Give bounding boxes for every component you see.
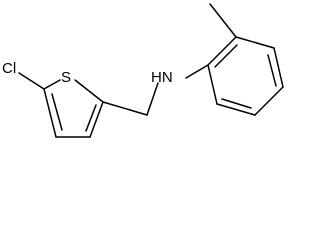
atom-amine-label: HN xyxy=(151,69,173,86)
bond-c4b-c5b xyxy=(254,86,284,116)
bond-c2b-methyl xyxy=(209,3,237,38)
bond-c5b-c6b-inner xyxy=(221,98,252,109)
bond-c2-c3 xyxy=(89,101,104,138)
atom-labels: Cl S HN xyxy=(2,60,173,86)
bond-c4-c5-inner xyxy=(51,93,63,131)
bond-c4-c5 xyxy=(43,88,57,138)
bond-c1-c2b-inner xyxy=(214,44,238,68)
bond-c2-ch2 xyxy=(102,101,148,116)
atom-sulfur-label: S xyxy=(61,69,71,86)
bond-c5b-c6b xyxy=(216,103,256,116)
bond-c2b-c3b xyxy=(235,36,275,49)
bond-n-c1 xyxy=(185,64,209,79)
molecule-structure: Cl S HN xyxy=(2,3,284,138)
bond-ch2-n xyxy=(146,82,159,116)
bond-c6b-c1 xyxy=(207,64,218,105)
bond-c2-c3-inner xyxy=(85,104,97,132)
bonds xyxy=(18,3,284,138)
bond-c3b-c4b-inner xyxy=(267,54,277,87)
bond-s-c2 xyxy=(74,79,104,103)
bond-cl-c5 xyxy=(18,72,45,90)
bond-c3b-c4b xyxy=(273,47,284,88)
bond-c1-c2b xyxy=(207,36,237,66)
bond-c5-s xyxy=(43,79,61,90)
atom-chlorine-label: Cl xyxy=(2,60,16,77)
